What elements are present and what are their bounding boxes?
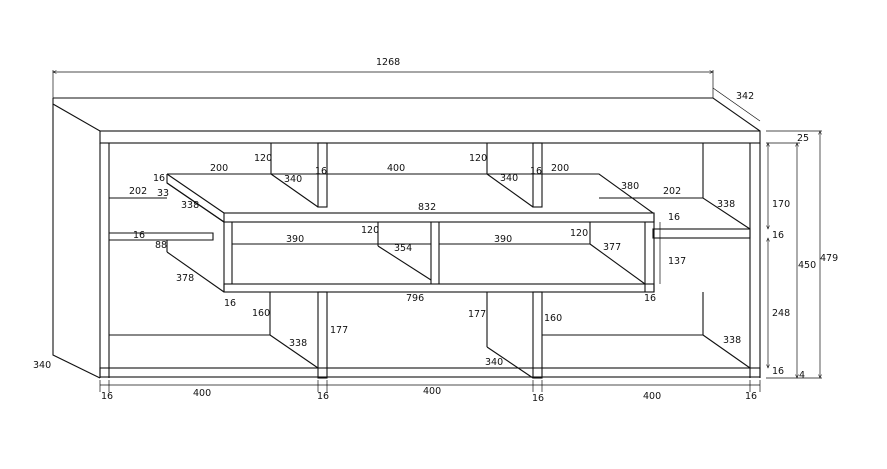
label-divider-thickness-right: 16	[530, 166, 542, 177]
label-lower-left-divider-inner: 177	[330, 325, 348, 336]
label-lower-right-base-depth: 338	[723, 335, 741, 346]
label-right-shelf-depth: 338	[717, 199, 735, 210]
label-upper-right-width: 200	[551, 163, 569, 174]
label-drawer-side-left: 16	[224, 298, 236, 309]
label-side-depth: 340	[33, 360, 51, 371]
lower-dividers	[317, 291, 543, 379]
label-carcass-height: 450	[798, 260, 816, 271]
label-bottom-w5: 400	[643, 391, 661, 402]
label-divider-depth-left: 120	[254, 153, 272, 164]
label-lower-left-divider-height: 160	[252, 308, 270, 319]
dimension-labels: 1268 342 25 479 450 4 340 170 248 16 16 …	[33, 57, 838, 404]
label-left-shelf-depth: 338	[181, 200, 199, 211]
label-drawer-side-right: 16	[644, 293, 656, 304]
upper-shelf	[166, 173, 654, 223]
right-side-panel	[749, 143, 761, 378]
label-partition-depth-right: 120	[570, 228, 588, 239]
label-upper-middle-width: 400	[387, 163, 405, 174]
label-shelf-thickness-right: 16	[772, 230, 784, 241]
label-left-shelf-length: 202	[129, 186, 147, 197]
label-bottom-thickness-right: 16	[772, 366, 784, 377]
label-divider-height-right: 340	[500, 173, 518, 184]
label-divider-depth-right: 120	[469, 153, 487, 164]
label-base-clearance: 4	[799, 370, 805, 381]
label-partition-depth-left: 120	[361, 225, 379, 236]
top-slab	[52, 97, 761, 144]
label-drawer-height: 137	[668, 256, 686, 267]
label-partition-diag-left: 354	[394, 243, 412, 254]
dimension-lines	[53, 70, 822, 392]
label-drawer-inner-width: 796	[406, 293, 424, 304]
label-bottom-w4: 16	[532, 393, 544, 404]
upper-dividers	[270, 142, 543, 208]
label-left-block-thickness: 16	[153, 173, 165, 184]
label-upper-left-width: 200	[210, 163, 228, 174]
label-partition-diag-right: 377	[603, 242, 621, 253]
label-divider-height-left: 340	[284, 174, 302, 185]
label-left-small-offset: 33	[157, 188, 169, 199]
label-drawer-left-depth: 88	[155, 240, 167, 251]
label-bottom-w0: 16	[101, 391, 113, 402]
label-overall-height: 479	[820, 253, 838, 264]
label-drawer-side-diag-left: 378	[176, 273, 194, 284]
label-drawer-outer-width: 832	[418, 202, 436, 213]
label-lower-left-base-depth: 338	[289, 338, 307, 349]
label-drawer-top-thickness: 16	[668, 212, 680, 223]
drawer-box	[223, 212, 655, 293]
label-lower-right-divider-inner: 177	[468, 309, 486, 320]
label-lower-right-divider-diag: 340	[485, 357, 503, 368]
label-upper-shelf-gap: 170	[772, 199, 790, 210]
left-shelves	[109, 197, 319, 369]
bottom-base	[99, 367, 761, 378]
label-lower-shelf-gap: 248	[772, 308, 790, 319]
label-bottom-w3: 400	[423, 386, 441, 397]
label-bottom-w2: 16	[317, 391, 329, 402]
label-lower-right-divider-height: 160	[544, 313, 562, 324]
label-left-shelf-thickness: 16	[133, 230, 145, 241]
label-overall-width: 1268	[376, 57, 400, 68]
label-bottom-w1: 400	[193, 388, 211, 399]
label-bottom-w6: 16	[745, 391, 757, 402]
label-top-thickness: 25	[797, 133, 809, 144]
right-shelves	[542, 143, 751, 369]
label-overall-depth: 342	[736, 91, 754, 102]
label-right-shelf-length: 202	[663, 186, 681, 197]
label-compartment-right-width: 390	[494, 234, 512, 245]
label-compartment-left-width: 390	[286, 234, 304, 245]
label-divider-thickness-left: 16	[315, 166, 327, 177]
label-right-diagonal: 380	[621, 181, 639, 192]
left-side-panel	[52, 104, 110, 379]
